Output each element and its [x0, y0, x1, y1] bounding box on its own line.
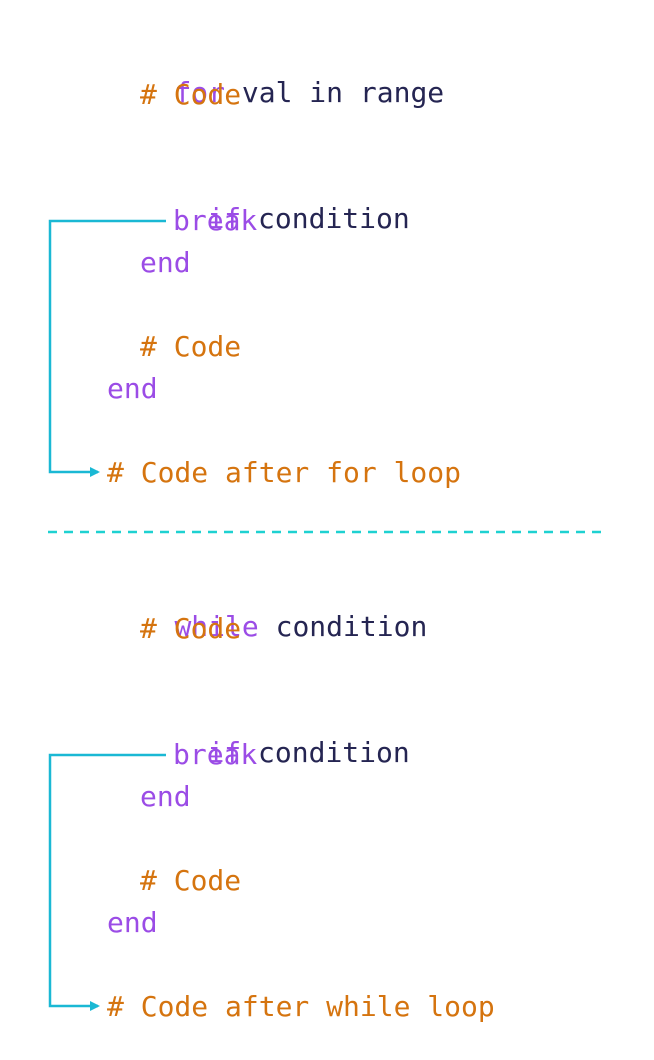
for-expression: val in range: [241, 76, 445, 109]
while-comment-1: # Code: [140, 612, 242, 645]
for-after-comment: # Code after for loop: [107, 456, 462, 489]
for-comment-1: # Code: [140, 78, 242, 111]
while-comment-2: # Code: [140, 864, 242, 897]
for-break-arrow: [48, 219, 166, 477]
for-if-keyword: if: [207, 202, 242, 235]
while-if-keyword: if: [207, 736, 242, 769]
while-condition: condition: [275, 610, 428, 643]
for-if-end-keyword: end: [140, 246, 191, 279]
for-keyword: for: [174, 76, 226, 109]
while-break-arrow: [48, 753, 166, 1011]
while-if-line: if condition: [140, 693, 409, 769]
for-if-condition: condition: [258, 202, 410, 235]
for-if-line: if condition: [140, 159, 409, 235]
while-if-condition: condition: [258, 736, 410, 769]
while-keyword: while: [174, 610, 259, 643]
for-end-keyword: end: [107, 372, 158, 405]
while-if-end-keyword: end: [140, 780, 191, 813]
for-comment-2: # Code: [140, 330, 242, 363]
for-break-keyword: break: [173, 204, 258, 237]
for-header-line: for val in range: [107, 33, 444, 109]
while-end-keyword: end: [107, 906, 158, 939]
while-header-line: while condition: [107, 567, 427, 643]
while-after-comment: # Code after while loop: [107, 990, 495, 1023]
while-break-keyword: break: [173, 738, 258, 771]
